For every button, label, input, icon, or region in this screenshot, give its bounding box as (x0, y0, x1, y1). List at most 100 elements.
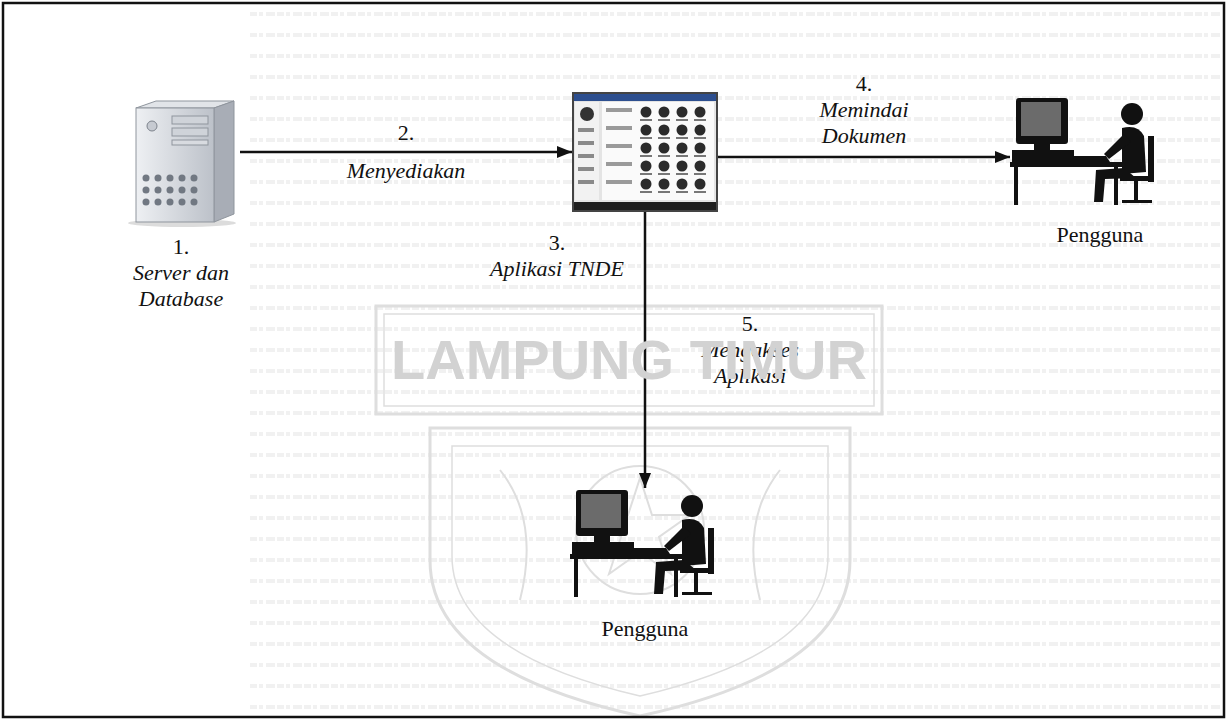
edge-label: 4. Memindai Dokumen (799, 71, 929, 149)
watermark-texture (250, 285, 1221, 289)
application-screen (574, 202, 716, 210)
user-workstation (682, 519, 706, 566)
watermark-emblem (376, 306, 882, 716)
watermark-texture (250, 201, 1221, 205)
application-screen (640, 191, 652, 193)
application-screen (676, 191, 688, 193)
user-caption: Pengguna (1050, 222, 1150, 248)
user-workstation (1122, 200, 1152, 203)
application-screen (575, 102, 599, 200)
server-icon (143, 199, 150, 206)
server-icon (122, 98, 240, 228)
user-workstation (680, 568, 714, 573)
watermark-texture (250, 138, 1221, 142)
edge-label: 2. Menyediakan (321, 120, 491, 184)
server-icon (136, 108, 214, 222)
watermark-texture (250, 600, 1221, 604)
user-workstation (1014, 167, 1018, 205)
application-screen (658, 173, 670, 175)
watermark-texture (250, 474, 1221, 478)
application-screen (677, 161, 688, 172)
watermark-texture (250, 327, 1221, 331)
user-workstation (1121, 103, 1143, 125)
application-screen (659, 125, 670, 136)
application-screen (659, 161, 670, 172)
emblem-shield (430, 428, 850, 716)
server-icon (172, 116, 208, 124)
text-line: Pengguna (1050, 222, 1150, 248)
frame-border (3, 3, 1224, 717)
user-workstation (1094, 168, 1136, 202)
watermark-texture (250, 96, 1221, 100)
application-screen (578, 154, 594, 158)
application-screen (676, 119, 688, 121)
text-line: 3. (482, 230, 632, 256)
flow-arrow (240, 151, 572, 154)
server-icon (143, 187, 150, 194)
text-line: Aplikasi TNDE (482, 256, 632, 282)
application-screen (641, 179, 652, 190)
user-workstation (1122, 127, 1146, 174)
user-workstation (1016, 98, 1068, 144)
emblem-circle (576, 466, 704, 594)
application-screen (676, 173, 688, 175)
user-workstation (708, 528, 714, 574)
user-workstation (1010, 98, 1154, 205)
watermark-texture (250, 117, 1221, 121)
application-screen (694, 119, 706, 121)
user-workstation (1134, 181, 1138, 201)
application-screen (695, 107, 706, 118)
text-line: Server dan Database (116, 260, 246, 312)
watermark-texture (250, 621, 1221, 625)
application-screen (659, 143, 670, 154)
server-icon (172, 128, 208, 136)
application-screen (606, 108, 632, 112)
user-workstation (572, 542, 634, 554)
user-workstation (570, 554, 682, 559)
application-screen (659, 179, 670, 190)
application-screen (694, 155, 706, 157)
emblem-shield (452, 446, 828, 696)
application-screen (602, 102, 714, 200)
application-screen (572, 92, 718, 212)
user-workstation (570, 490, 714, 597)
user-workstation (1010, 96, 1160, 208)
application-screen (606, 162, 632, 166)
server-icon (167, 175, 174, 182)
application-screen (641, 143, 652, 154)
server-icon (172, 140, 208, 145)
application-screen (695, 179, 706, 190)
user-workstation (681, 495, 703, 517)
server-icon (155, 199, 162, 206)
application-screen (695, 143, 706, 154)
user-workstation (654, 560, 696, 594)
application-screen (694, 191, 706, 193)
application-screen (578, 141, 594, 145)
application-screen (606, 126, 632, 130)
user-workstation (664, 526, 691, 551)
text-line: Pengguna (570, 616, 720, 642)
application-screen (659, 107, 670, 118)
user-workstation (1148, 136, 1154, 182)
application-screen (676, 137, 688, 139)
user-workstation (682, 592, 712, 595)
user-workstation (1120, 176, 1154, 181)
user-workstation (570, 488, 720, 600)
watermark-texture (250, 579, 1221, 583)
user-workstation (1070, 156, 1110, 162)
application-screen (580, 107, 594, 121)
application-screen (694, 173, 706, 175)
server-icon (147, 121, 157, 131)
application-screen (658, 119, 670, 121)
server-icon: 1. Server dan Database (122, 98, 240, 228)
server-icon (167, 187, 174, 194)
emblem-ornament (500, 470, 780, 600)
application-screen (641, 161, 652, 172)
user-workstation (630, 548, 670, 554)
application-screen (695, 125, 706, 136)
application-screen (640, 173, 652, 175)
application-screen (641, 107, 652, 118)
application-screen (658, 191, 670, 193)
application-screen (658, 155, 670, 157)
